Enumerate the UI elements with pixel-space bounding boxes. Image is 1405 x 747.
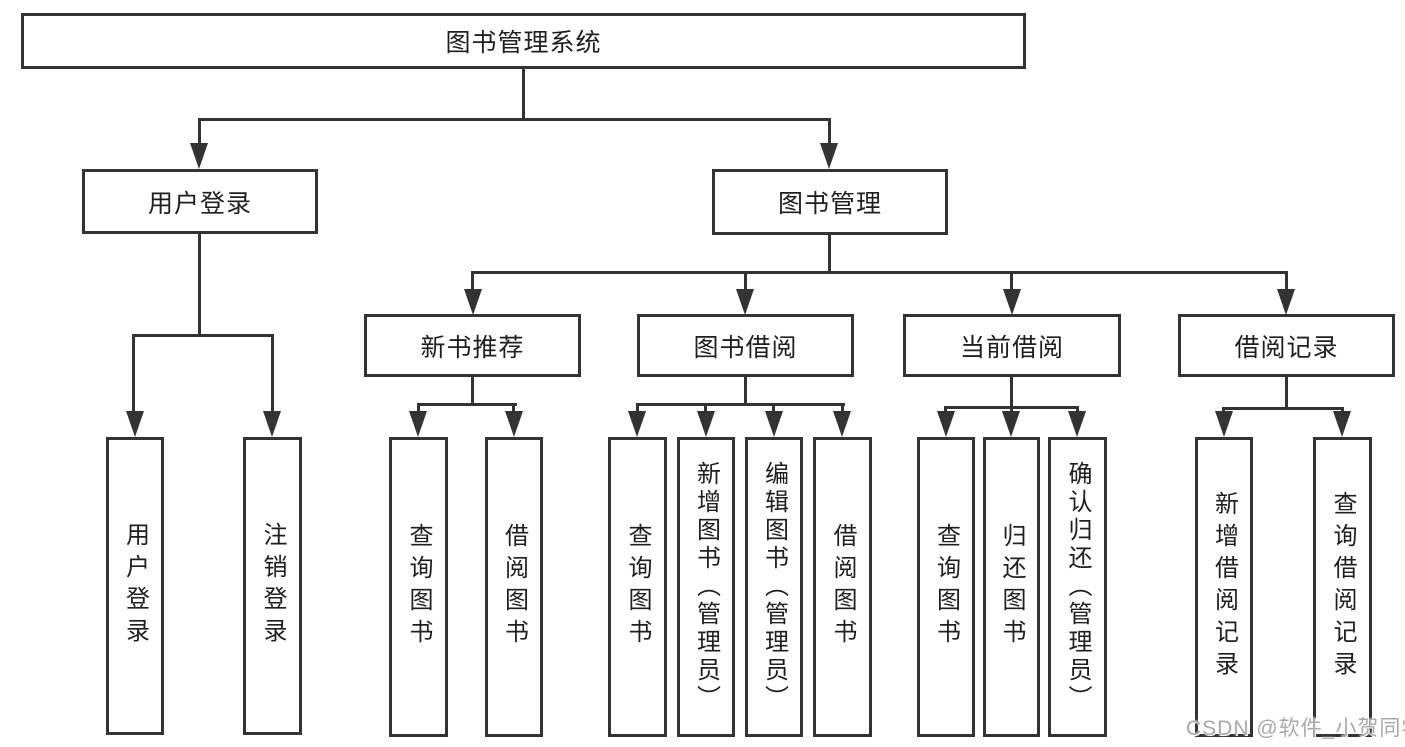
arrow-down-icon: [937, 411, 955, 437]
arrow-down-icon: [505, 411, 523, 437]
connector-line: [417, 403, 517, 406]
node-book-management: 图书管理: [712, 169, 948, 235]
csdn-watermark: CSDN @软件_小贺同学: [1186, 717, 1405, 740]
connector-line: [471, 271, 1288, 274]
connector-line: [1010, 271, 1013, 293]
arrow-down-icon: [1068, 411, 1086, 437]
arrow-down-icon: [736, 289, 754, 315]
leaf-borrow-books-2: 借阅图书: [813, 437, 872, 737]
connector-line: [828, 118, 831, 146]
connector-line: [944, 406, 947, 415]
arrow-down-icon: [126, 411, 144, 437]
arrow-down-icon: [263, 411, 281, 437]
arrow-down-icon: [820, 143, 838, 169]
connector-line: [828, 235, 831, 274]
connector-line: [132, 334, 135, 414]
arrow-down-icon: [190, 143, 208, 169]
connector-line: [1076, 406, 1079, 415]
connector-line: [636, 403, 639, 415]
connector-line: [1285, 271, 1288, 293]
connector-line: [471, 271, 474, 293]
leaf-query-books-1: 查询图书: [389, 437, 448, 737]
arrow-down-icon: [697, 411, 715, 437]
arrow-down-icon: [1002, 411, 1020, 437]
arrow-down-icon: [1215, 411, 1233, 437]
connector-line: [198, 118, 201, 146]
connector-line: [1222, 407, 1344, 410]
leaf-borrow-books-1: 借阅图书: [485, 437, 543, 737]
connector-line: [1010, 377, 1013, 409]
connector-line: [744, 271, 747, 293]
arrow-down-icon: [1003, 289, 1021, 315]
connector-line: [1285, 377, 1288, 410]
connector-line: [522, 69, 525, 120]
connector-line: [841, 403, 844, 415]
node-new-book-recommend: 新书推荐: [364, 314, 581, 377]
leaf-confirm-return-admin: 确认归还（管理员）: [1048, 437, 1107, 737]
connector-line: [198, 118, 831, 121]
arrow-down-icon: [765, 411, 783, 437]
connector-line: [271, 334, 274, 414]
node-book-borrow: 图书借阅: [637, 314, 854, 377]
leaf-user-login: 用户登录: [106, 437, 164, 735]
leaf-add-borrow-record: 新增借阅记录: [1195, 437, 1253, 737]
leaf-query-borrow-record: 查询借阅记录: [1313, 437, 1372, 737]
connector-line: [132, 334, 274, 337]
arrow-down-icon: [409, 411, 427, 437]
arrow-down-icon: [1333, 411, 1351, 437]
connector-line: [198, 234, 201, 337]
node-current-borrow: 当前借阅: [903, 314, 1121, 377]
leaf-query-books-2: 查询图书: [608, 437, 667, 737]
leaf-logout: 注销登录: [243, 437, 302, 735]
arrow-down-icon: [628, 411, 646, 437]
connector-line: [1010, 406, 1013, 415]
leaf-add-books-admin: 新增图书（管理员）: [677, 437, 735, 737]
arrow-down-icon: [464, 289, 482, 315]
connector-line: [471, 377, 474, 406]
connector-line: [417, 403, 420, 415]
connector-line: [704, 403, 707, 415]
leaf-query-books-3: 查询图书: [917, 437, 975, 737]
node-user-login: 用户登录: [82, 169, 318, 234]
arrow-down-icon: [833, 411, 851, 437]
connector-line: [772, 403, 775, 415]
connector-line: [636, 403, 845, 406]
leaf-edit-books-admin: 编辑图书（管理员）: [745, 437, 803, 737]
arrow-down-icon: [1277, 289, 1295, 315]
leaf-return-books: 归还图书: [983, 437, 1040, 737]
connector-line: [512, 403, 515, 415]
node-borrow-records: 借阅记录: [1178, 314, 1395, 377]
connector-line: [744, 377, 747, 406]
node-library-system: 图书管理系统: [21, 13, 1026, 69]
